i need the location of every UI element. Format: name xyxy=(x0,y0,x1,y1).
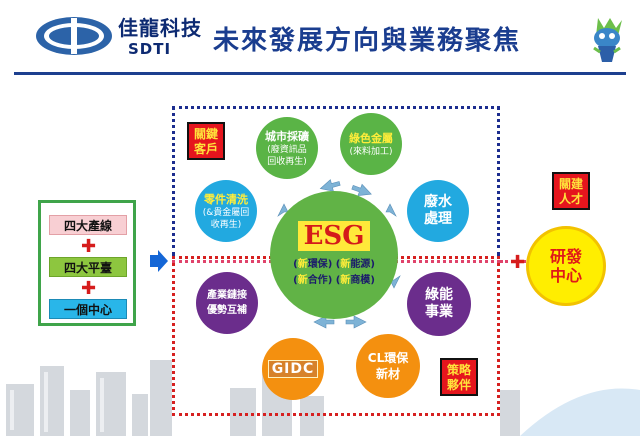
structure-box: 四大產線 ✚ 四大平臺 ✚ 一個中心 xyxy=(38,200,136,326)
esg-center-node: ESG (新環保) (新能源) (新合作) (新商模) xyxy=(270,191,398,319)
key-clients-label: 關鍵客戶 xyxy=(187,122,225,160)
green-energy-node: 綠能 事業 xyxy=(407,272,471,336)
plus-icon: ✚ xyxy=(81,236,97,257)
four-platforms: 四大平臺 xyxy=(49,257,127,277)
rnd-center-node: 研發 中心 xyxy=(526,226,606,306)
brand-abbr: SDTI xyxy=(128,40,172,58)
cl-env-node: CL環保 新材 xyxy=(356,334,420,398)
key-talent-label: 關建人才 xyxy=(552,172,590,210)
city-skyline-icon xyxy=(6,360,640,436)
brand-name: 佳龍科技 xyxy=(118,16,202,40)
plus-icon: ✚ xyxy=(510,252,526,273)
clients-frame xyxy=(172,106,500,256)
green-metal-node: 綠色金屬 (來料加工) xyxy=(340,113,402,175)
plus-icon: ✚ xyxy=(81,278,97,299)
esg-row-2: (新合作) (新商模) xyxy=(293,275,375,286)
company-logo-icon xyxy=(36,17,112,55)
page-title: 未來發展方向與業務聚焦 xyxy=(213,26,522,56)
gidc-node: GIDC xyxy=(262,338,324,400)
esg-row-1: (新環保) (新能源) xyxy=(293,259,375,270)
one-center: 一個中心 xyxy=(49,299,127,319)
industry-link-node: 產業鏈接 優勢互補 xyxy=(196,272,258,334)
header-divider xyxy=(14,72,626,75)
parts-cleaning-node: 零件清洗 (&貴金屬回 收再生) xyxy=(195,180,257,242)
frame-divider-extension xyxy=(500,260,544,263)
strategic-partners-label: 策略夥伴 xyxy=(440,358,478,396)
esg-title: ESG xyxy=(297,221,371,251)
blue-arrow-icon xyxy=(150,250,168,272)
wastewater-node: 廢水 處理 xyxy=(407,180,469,242)
mascot-icon xyxy=(593,18,622,62)
four-product-lines: 四大產線 xyxy=(49,215,127,235)
urban-mining-node: 城市採礦 (廢資訊品 回收再生) xyxy=(256,117,318,179)
